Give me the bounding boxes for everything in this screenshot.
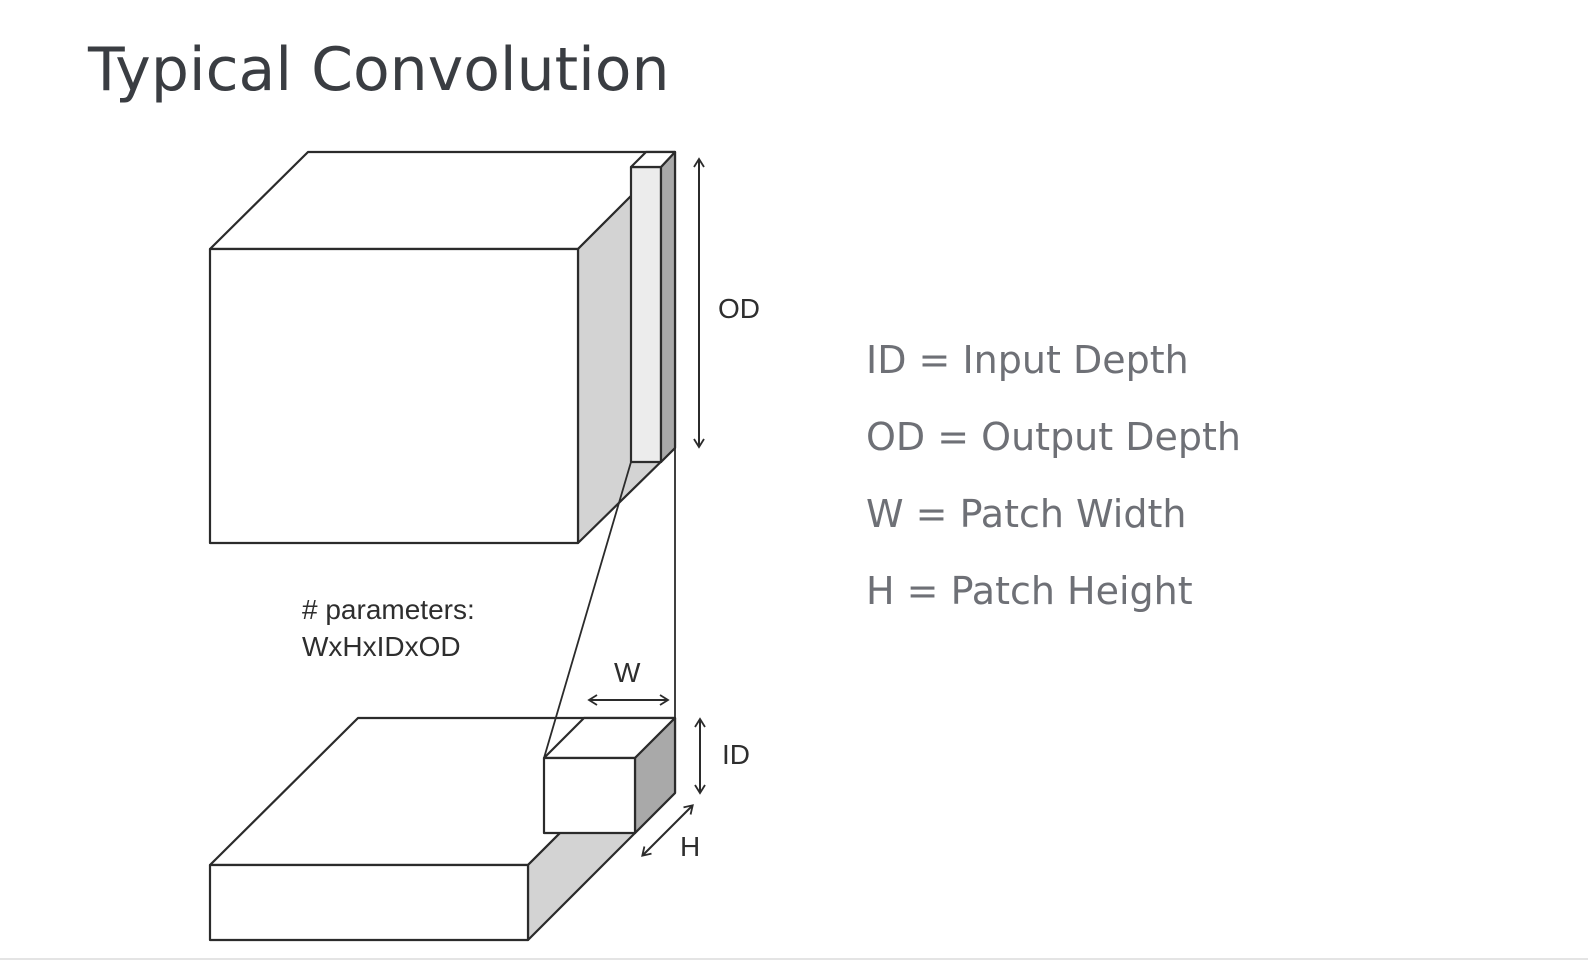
- parameters-caption-line1: # parameters:: [302, 594, 475, 625]
- output-slice-front: [629, 165, 663, 464]
- slide-title: Typical Convolution: [88, 35, 670, 105]
- output-slice-top: [629, 150, 677, 169]
- output-slice-side: [659, 150, 677, 464]
- bottom-divider: [0, 958, 1588, 960]
- output-volume-front-face: [208, 247, 580, 545]
- projection-line-left: [543, 461, 632, 759]
- h-arrow: [641, 804, 694, 857]
- legend-item-patch-width: W = Patch Width: [866, 492, 1187, 536]
- legend-item-patch-height: H = Patch Height: [866, 569, 1193, 613]
- projection-lines: [543, 448, 676, 759]
- dimension-arrows: [587, 157, 706, 857]
- parameters-caption-line2: WxHxIDxOD: [302, 631, 461, 662]
- output-volume: [208, 150, 677, 545]
- legend-item-input-depth: ID = Input Depth: [866, 338, 1189, 382]
- input-patch-front-face: [542, 756, 637, 835]
- legend: ID = Input Depth OD = Output Depth W = P…: [866, 322, 1241, 630]
- id-label: ID: [722, 739, 750, 770]
- legend-item-output-depth: OD = Output Depth: [866, 415, 1241, 459]
- h-label: H: [680, 831, 700, 862]
- input-volume-front-face: [208, 863, 530, 942]
- w-label: W: [614, 657, 641, 688]
- od-label: OD: [718, 293, 760, 324]
